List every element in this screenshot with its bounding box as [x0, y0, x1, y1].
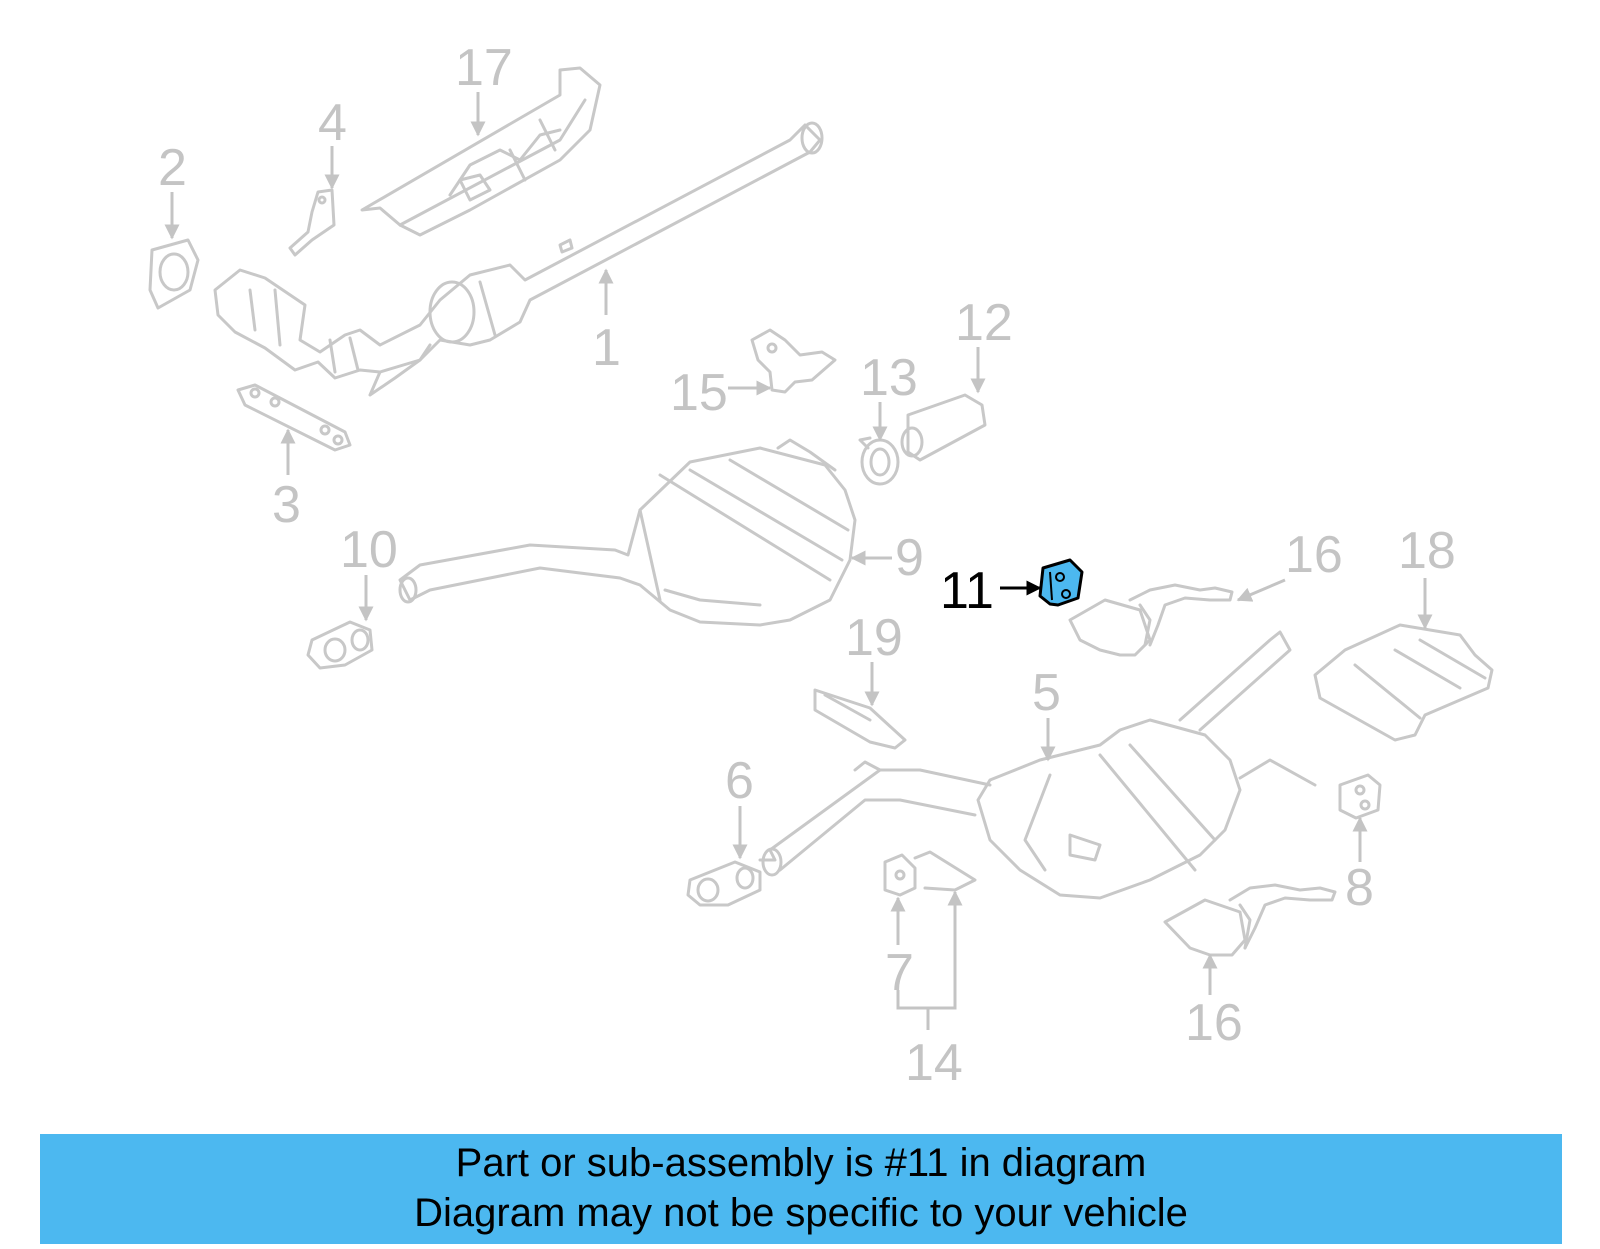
- callout-1-label: 1: [592, 319, 621, 377]
- callout-16-lower: 16: [1185, 953, 1243, 1052]
- part-5-rear-muffler[interactable]: [758, 630, 1317, 900]
- info-banner: Part or sub-assembly is #11 in diagram D…: [40, 1134, 1562, 1244]
- callout-2-label: 2: [158, 139, 187, 197]
- callout-10: 10: [340, 521, 398, 622]
- callout-9-label: 9: [895, 529, 924, 587]
- part-11-rubber-mount[interactable]: [1038, 558, 1084, 607]
- part-4-bracket[interactable]: [288, 188, 336, 257]
- callout-6-label: 6: [725, 752, 754, 810]
- callout-15-label: 15: [670, 364, 728, 422]
- callout-13-label: 13: [860, 349, 918, 407]
- callout-12: 12: [955, 294, 1013, 394]
- callout-3: 3: [272, 428, 301, 534]
- callout-11: 11: [940, 562, 1042, 620]
- callout-10-label: 10: [340, 521, 398, 579]
- callout-19-label: 19: [845, 609, 903, 667]
- callout-15: 15: [670, 364, 772, 422]
- part-17-heat-shield[interactable]: [360, 66, 602, 237]
- callout-16-lower-label: 16: [1185, 994, 1243, 1052]
- part-10-hanger[interactable]: [306, 620, 374, 670]
- callout-11-label: 11: [940, 562, 994, 620]
- callout-9: 9: [850, 529, 924, 587]
- callout-16-upper-label: 16: [1285, 526, 1343, 584]
- callout-17-label: 17: [455, 39, 513, 97]
- callout-2: 2: [158, 139, 187, 240]
- callout-4-label: 4: [318, 94, 347, 152]
- callout-13: 13: [860, 349, 918, 442]
- banner-line-2: Diagram may not be specific to your vehi…: [414, 1191, 1188, 1235]
- callout-3-label: 3: [272, 476, 301, 534]
- callout-5-label: 5: [1032, 664, 1061, 722]
- callout-8: 8: [1345, 816, 1374, 917]
- part-2-gasket[interactable]: [148, 238, 200, 310]
- callout-14-label: 14: [905, 1034, 963, 1092]
- callout-6: 6: [725, 752, 754, 860]
- part-18-heat-shield[interactable]: [1313, 623, 1494, 742]
- part-16-upper-shield[interactable]: [1068, 583, 1234, 657]
- part-3-gasket[interactable]: [236, 383, 352, 452]
- callout-18: 18: [1398, 522, 1456, 630]
- part-16-lower-shield[interactable]: [1163, 883, 1337, 957]
- part-13-clamp[interactable]: [858, 436, 900, 486]
- callout-16-upper: 16: [1236, 526, 1343, 602]
- callout-17: 17: [455, 39, 513, 137]
- part-1-front-pipe[interactable]: [213, 121, 824, 397]
- callout-1: 1: [592, 268, 621, 377]
- part-8-rubber-mount[interactable]: [1338, 773, 1382, 820]
- callout-4: 4: [318, 94, 347, 190]
- part-19-heat-shield[interactable]: [813, 688, 907, 750]
- part-6-hanger[interactable]: [686, 860, 762, 907]
- part-12-tailpipe-tip[interactable]: [900, 393, 987, 462]
- banner-line-1: Part or sub-assembly is #11 in diagram: [455, 1141, 1147, 1185]
- callout-18-label: 18: [1398, 522, 1456, 580]
- callout-14: 14: [896, 890, 963, 1092]
- part-9-center-muffler[interactable]: [398, 438, 857, 627]
- part-15-bracket[interactable]: [750, 328, 837, 394]
- callout-12-label: 12: [955, 294, 1013, 352]
- callout-5: 5: [1032, 664, 1061, 762]
- part-7-14-bracket[interactable]: [883, 850, 977, 897]
- callout-7: 7: [885, 896, 914, 1002]
- callout-19: 19: [845, 609, 903, 707]
- callout-8-label: 8: [1345, 859, 1374, 917]
